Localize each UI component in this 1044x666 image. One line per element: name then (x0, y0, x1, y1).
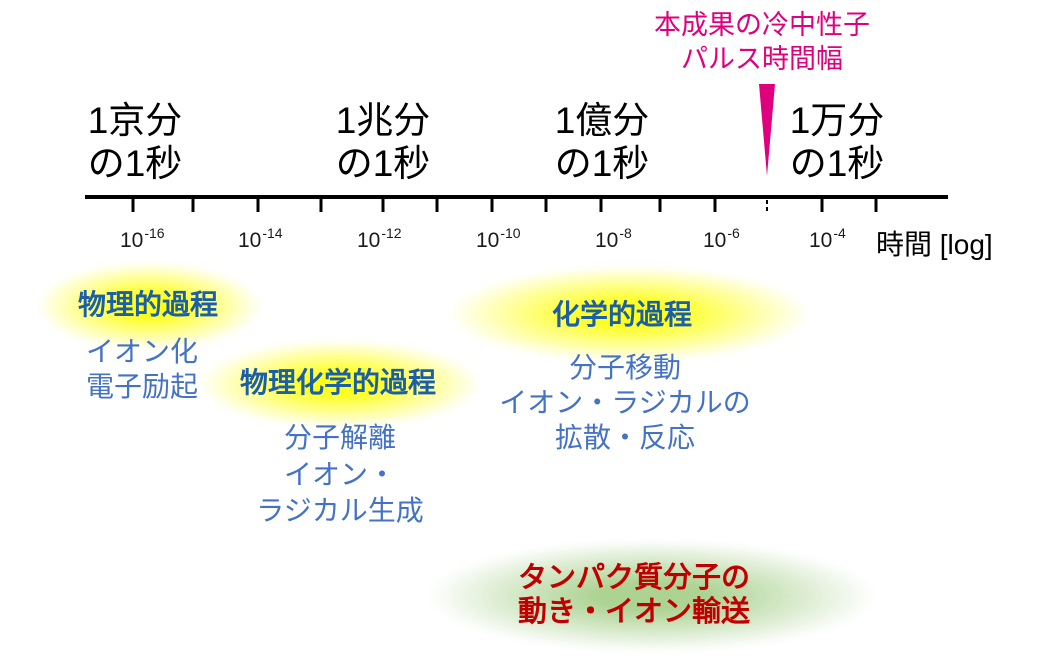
protein-process-line: タンパク質分子の (517, 562, 750, 594)
pulse-marker (759, 84, 775, 176)
physicochemical-process-title: 物理化学的過程 (239, 367, 436, 398)
scale-label-1e-8: 1億分 の1秒 (532, 99, 672, 185)
tick-label: 10-14 (238, 225, 283, 257)
scale-label-1e-12: 1兆分 の1秒 (313, 99, 453, 185)
tick-exponent: -16 (144, 225, 165, 241)
tick-base: 10 (703, 229, 727, 252)
scale-label-line1: 1億分 (554, 100, 650, 141)
tick-exponent: -6 (727, 225, 740, 241)
protein-process-glow (428, 540, 876, 652)
axis-label: 時間 [log] (876, 229, 993, 260)
scale-label-line2: の1秒 (335, 143, 431, 184)
tick-exponent: -8 (619, 225, 632, 241)
protein-process-title: タンパク質分子の 動き・イオン輸送 (484, 561, 784, 629)
tick-exponent: -12 (381, 225, 402, 241)
chemical-process-glow (448, 266, 810, 362)
pulse-label: 本成果の冷中性子 パルス時間幅 (642, 8, 882, 76)
physical-process-title: 物理的過程 (77, 289, 218, 320)
tick-label: 10-10 (476, 225, 521, 257)
pulse-label-line1: 本成果の冷中性子 (654, 10, 870, 40)
process-item: 拡散・反応 (554, 422, 695, 453)
physical-process-items: イオン化 電子励起 (42, 334, 242, 404)
physicochemical-process-glow (198, 340, 482, 428)
scale-label-1e-4: 1万分 の1秒 (767, 99, 907, 185)
tick-base: 10 (476, 229, 500, 252)
process-item: イオン・ (283, 458, 396, 490)
tick-label: 10-4 (809, 225, 846, 257)
scale-label-line2: の1秒 (87, 143, 183, 184)
process-item: イオン化 (85, 336, 198, 367)
tick-base: 10 (120, 229, 144, 252)
tick-exponent: -14 (262, 225, 283, 241)
physical-process-glow (36, 262, 262, 350)
process-item: 分子移動 (568, 352, 681, 383)
physicochemical-process-items: 分子解離 イオン・ ラジカル生成 (190, 420, 490, 530)
tick-label: 10-12 (357, 225, 402, 257)
tick-exponent: -4 (833, 225, 846, 241)
tick-base: 10 (809, 229, 833, 252)
chemical-process-items: 分子移動 イオン・ラジカルの 拡散・反応 (475, 350, 775, 455)
tick-base: 10 (238, 229, 262, 252)
tick-exponent: -10 (500, 225, 521, 241)
tick-label: 10-6 (703, 225, 740, 257)
scale-label-line1: 1兆分 (335, 100, 431, 141)
tick-base: 10 (595, 229, 619, 252)
tick-base: 10 (357, 229, 381, 252)
tick-label: 10-16 (120, 225, 165, 257)
scale-label-1e-16: 1京分 の1秒 (65, 99, 205, 185)
scale-label-line1: 1万分 (789, 100, 885, 141)
pulse-label-line2: パルス時間幅 (681, 44, 843, 74)
process-item: 分子解離 (283, 422, 396, 453)
process-item: イオン・ラジカルの (499, 387, 751, 418)
scale-label-line2: の1秒 (554, 143, 650, 184)
process-item: 電子励起 (85, 371, 198, 402)
process-item: ラジカル生成 (256, 495, 424, 526)
protein-process-line: 動き・イオン輸送 (517, 596, 750, 628)
scale-label-line2: の1秒 (789, 143, 885, 184)
chemical-process-title: 化学的過程 (551, 299, 692, 330)
tick-label: 10-8 (595, 225, 632, 257)
scale-label-line1: 1京分 (87, 100, 183, 141)
